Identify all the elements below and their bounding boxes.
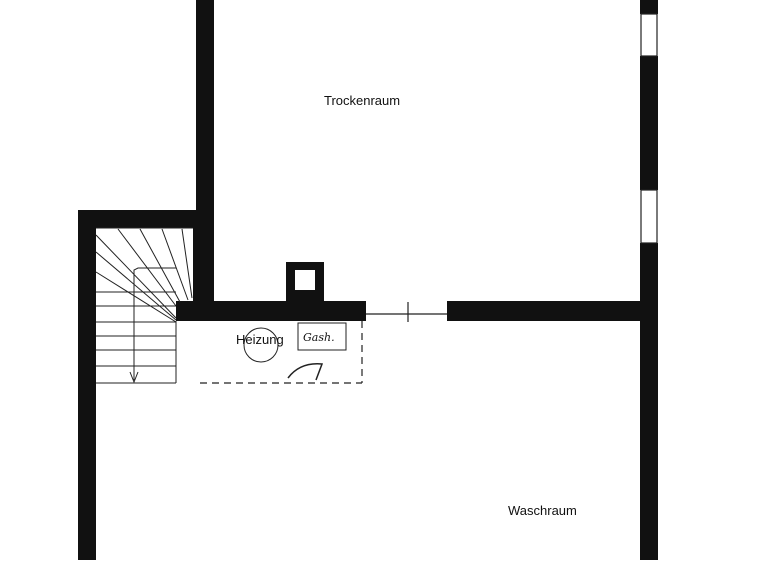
wall-partition-right [447, 301, 640, 321]
wall-right-mid [640, 56, 658, 190]
wall-stair-top [78, 210, 214, 228]
wall-stair-right-stub [193, 228, 214, 310]
wall-left-outer [78, 210, 96, 560]
wall-partition-left [176, 301, 366, 321]
gas-boiler [243, 322, 347, 381]
door-opening [366, 302, 447, 322]
chimney [286, 262, 324, 302]
wall-right-top [640, 0, 658, 14]
window-upper [640, 13, 658, 57]
gas-annotation: Gash. [303, 331, 335, 344]
walls [78, 0, 658, 560]
heating-area [200, 321, 363, 384]
wall-right-lower [640, 243, 658, 560]
room-label-heizung: Heizung [236, 332, 284, 347]
room-label-trockenraum: Trockenraum [324, 93, 401, 108]
staircase [95, 227, 193, 384]
windows [640, 13, 658, 244]
window-lower [640, 189, 658, 244]
room-label-waschraum: Waschraum [508, 503, 577, 518]
